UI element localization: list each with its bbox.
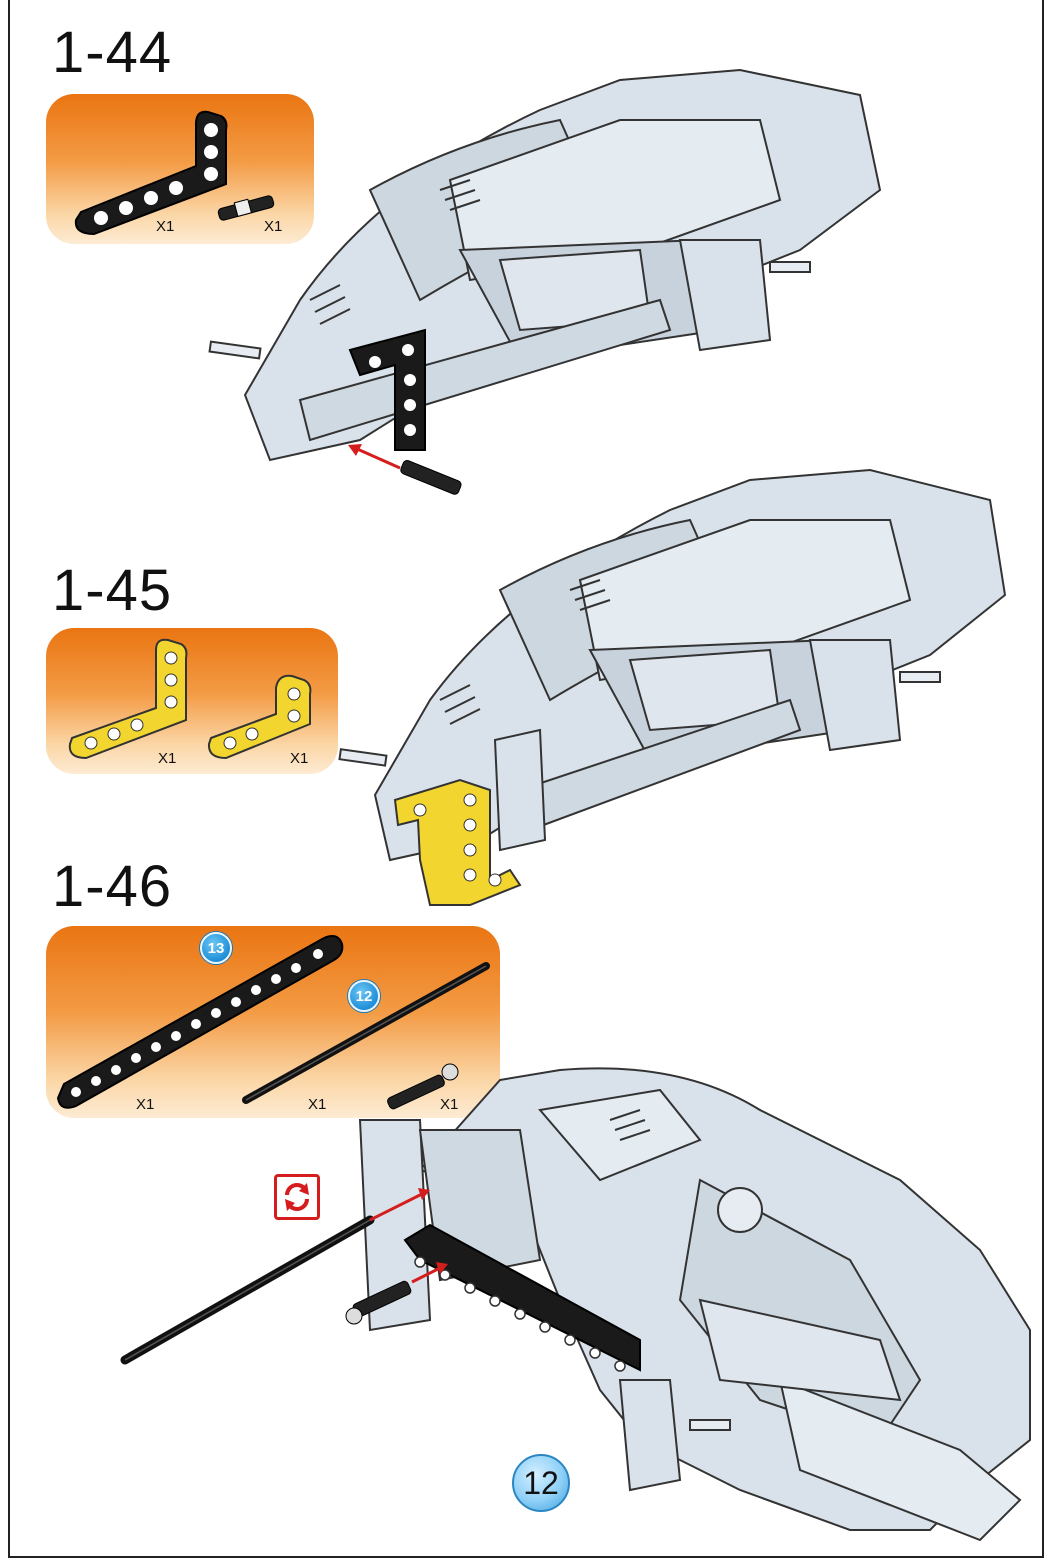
beam-13-black-part	[56, 935, 344, 1109]
pin-part	[217, 195, 275, 221]
step-number-1-45: 1-45	[52, 558, 173, 623]
parts-box-1-46: 13 12 X1 X1 X1	[46, 926, 500, 1118]
l-beam-black-part	[74, 110, 228, 236]
part-qty: X1	[156, 218, 175, 235]
parts-box-1-44: X1 X1	[46, 94, 314, 244]
rotate-model-icon	[274, 1174, 320, 1220]
insert-arrow-axle	[369, 1188, 430, 1222]
parts-illustration-1-46	[56, 935, 490, 1110]
page-number-badge: 12	[512, 1454, 570, 1512]
length-badge-13: 13	[200, 932, 232, 964]
l-beam-yellow-large-part	[68, 638, 188, 760]
page-frame	[8, 0, 1044, 1558]
attached-l-beam-black	[348, 328, 426, 451]
part-qty: X1	[158, 750, 177, 767]
l-beam-yellow-small-part	[207, 674, 312, 760]
pin-part	[387, 1063, 459, 1110]
insert-arrow-pin	[411, 1262, 448, 1284]
parts-illustration-1-45	[68, 638, 312, 760]
part-qty: X1	[440, 1096, 459, 1113]
part-qty: X1	[264, 218, 283, 235]
pin-part-placement	[345, 1280, 412, 1325]
pin-part-placement	[400, 459, 462, 495]
axle-12-placement	[120, 1215, 375, 1365]
axle-12-black-part	[242, 962, 490, 1104]
step-number-1-44: 1-44	[52, 20, 173, 85]
length-badge-12: 12	[348, 980, 380, 1012]
part-qty: X1	[308, 1096, 327, 1113]
part-qty: X1	[136, 1096, 155, 1113]
parts-illustration-1-44	[74, 110, 275, 236]
parts-box-1-45: X1 X1	[46, 628, 338, 774]
step-number-1-46: 1-46	[52, 854, 173, 919]
attached-l-beams-yellow	[393, 778, 522, 906]
part-qty: X1	[290, 750, 309, 767]
insert-arrow	[348, 444, 401, 470]
attached-beam-13-black	[403, 1223, 641, 1372]
